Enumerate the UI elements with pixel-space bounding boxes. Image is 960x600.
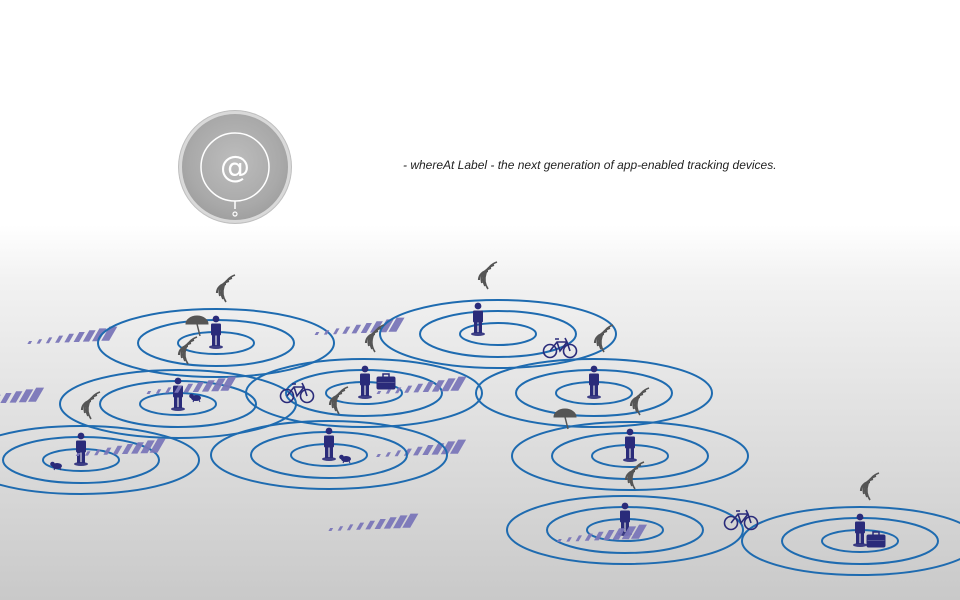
tagline: - whereAt Label - the next generation of… [403, 158, 777, 172]
tracking-zone [146, 323, 483, 428]
signal-wave [328, 513, 419, 531]
pet-icon [339, 454, 351, 464]
wifi-signal-icon [859, 471, 881, 502]
range-ring [506, 495, 744, 565]
pet-icon [189, 393, 201, 403]
tracking-zone [866, 531, 886, 548]
range-ring [511, 421, 749, 491]
tracking-zone [339, 454, 351, 464]
pet-icon [50, 461, 62, 471]
signal-wave [557, 524, 648, 542]
range-ring [210, 420, 448, 490]
at-sign-pin-icon: @ [200, 132, 270, 217]
signal-wave [27, 326, 118, 344]
range-ring [379, 299, 617, 369]
tracking-zone [376, 323, 713, 428]
range-ring [245, 358, 483, 428]
range-ring [0, 425, 200, 495]
tracking-zone [314, 260, 617, 369]
tracking-zone [557, 471, 960, 576]
person-icon [473, 302, 483, 333]
wifi-signal-icon [215, 273, 237, 304]
signal-wave [314, 317, 405, 335]
signal-wave [0, 387, 45, 404]
tracking-zone [376, 386, 749, 491]
tracking-zone [328, 460, 744, 565]
briefcase-icon [376, 373, 396, 390]
whereat-logo: @ [179, 111, 291, 223]
wifi-signal-icon [80, 390, 102, 421]
range-ring [459, 322, 537, 346]
range-ring [741, 506, 960, 576]
signal-wave [146, 376, 237, 394]
tracking-zone [75, 382, 448, 490]
tracking-zone [0, 390, 200, 495]
svg-text:@: @ [220, 150, 250, 185]
wifi-signal-icon [477, 260, 499, 291]
range-ring [475, 358, 713, 428]
signal-wave [75, 438, 166, 456]
range-ring [97, 308, 335, 378]
range-ring [419, 310, 577, 358]
signal-wave [376, 439, 467, 457]
briefcase-icon [866, 531, 886, 548]
signal-wave [376, 376, 467, 394]
tracking-zone [0, 335, 297, 439]
tracking-zone [27, 273, 335, 378]
